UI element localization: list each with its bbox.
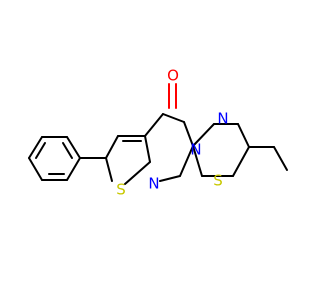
molecule-structure: O N N N S S — [28, 67, 288, 199]
oxygen-label: O — [167, 67, 179, 85]
benzene-ring — [28, 136, 81, 181]
core-bonds — [79, 83, 288, 185]
nitrogen-label-right-center: N — [190, 141, 201, 159]
nitrogen-label-right-top: N — [217, 110, 228, 128]
sulfur-label-left: S — [116, 181, 126, 199]
sulfur-label-right: S — [213, 172, 223, 190]
nitrogen-label-left: N — [148, 175, 159, 193]
molecule-diagram: O N N N S S — [28, 66, 288, 199]
atom-labels: O N N N S S — [116, 67, 228, 199]
